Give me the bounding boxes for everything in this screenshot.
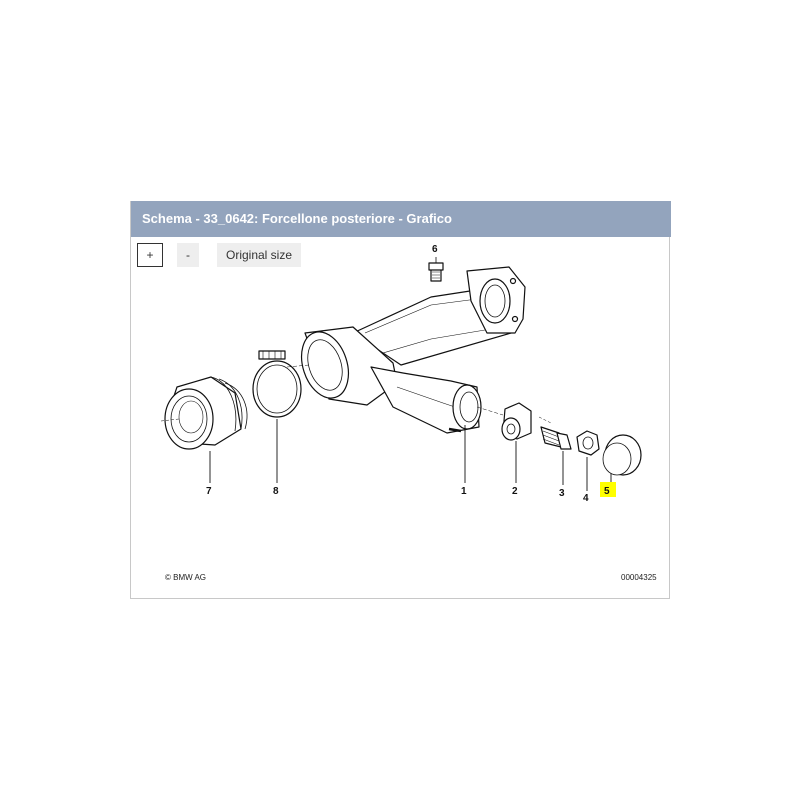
- nut-4-drawing: [576, 430, 600, 456]
- original-size-button[interactable]: Original size: [217, 243, 301, 267]
- bushing-2-drawing: [501, 402, 532, 441]
- callout-3: 3: [559, 488, 565, 499]
- cap-5-drawing: [602, 434, 642, 476]
- zoom-in-button[interactable]: +: [137, 243, 163, 267]
- callout-6: 6: [432, 244, 438, 255]
- clamp-8-drawing: [252, 350, 302, 418]
- callout-2: 2: [512, 486, 518, 497]
- callout-7: 7: [206, 486, 212, 497]
- image-id-text: 00004325: [621, 573, 657, 582]
- callout-5[interactable]: 5: [604, 486, 610, 497]
- callout-4: 4: [583, 493, 589, 504]
- diagram-panel: Schema - 33_0642: Forcellone posteriore …: [130, 201, 671, 599]
- callout-1: 1: [461, 486, 467, 497]
- panel-title: Schema - 33_0642: Forcellone posteriore …: [131, 201, 671, 237]
- pin-3-drawing: [538, 416, 572, 450]
- screw-6-drawing: [428, 257, 444, 282]
- boot-7-drawing: [160, 376, 248, 450]
- callout-8: 8: [273, 486, 279, 497]
- parts-diagram: 6 7 8 1 2 3 4 5 © BMW AG 00004325: [160, 244, 657, 582]
- leader-lines: [209, 419, 612, 491]
- swingarm-drawing: [286, 266, 526, 434]
- zoom-out-button[interactable]: -: [177, 243, 199, 267]
- copyright-text: © BMW AG: [165, 573, 206, 582]
- callout-5-highlight: [600, 482, 616, 497]
